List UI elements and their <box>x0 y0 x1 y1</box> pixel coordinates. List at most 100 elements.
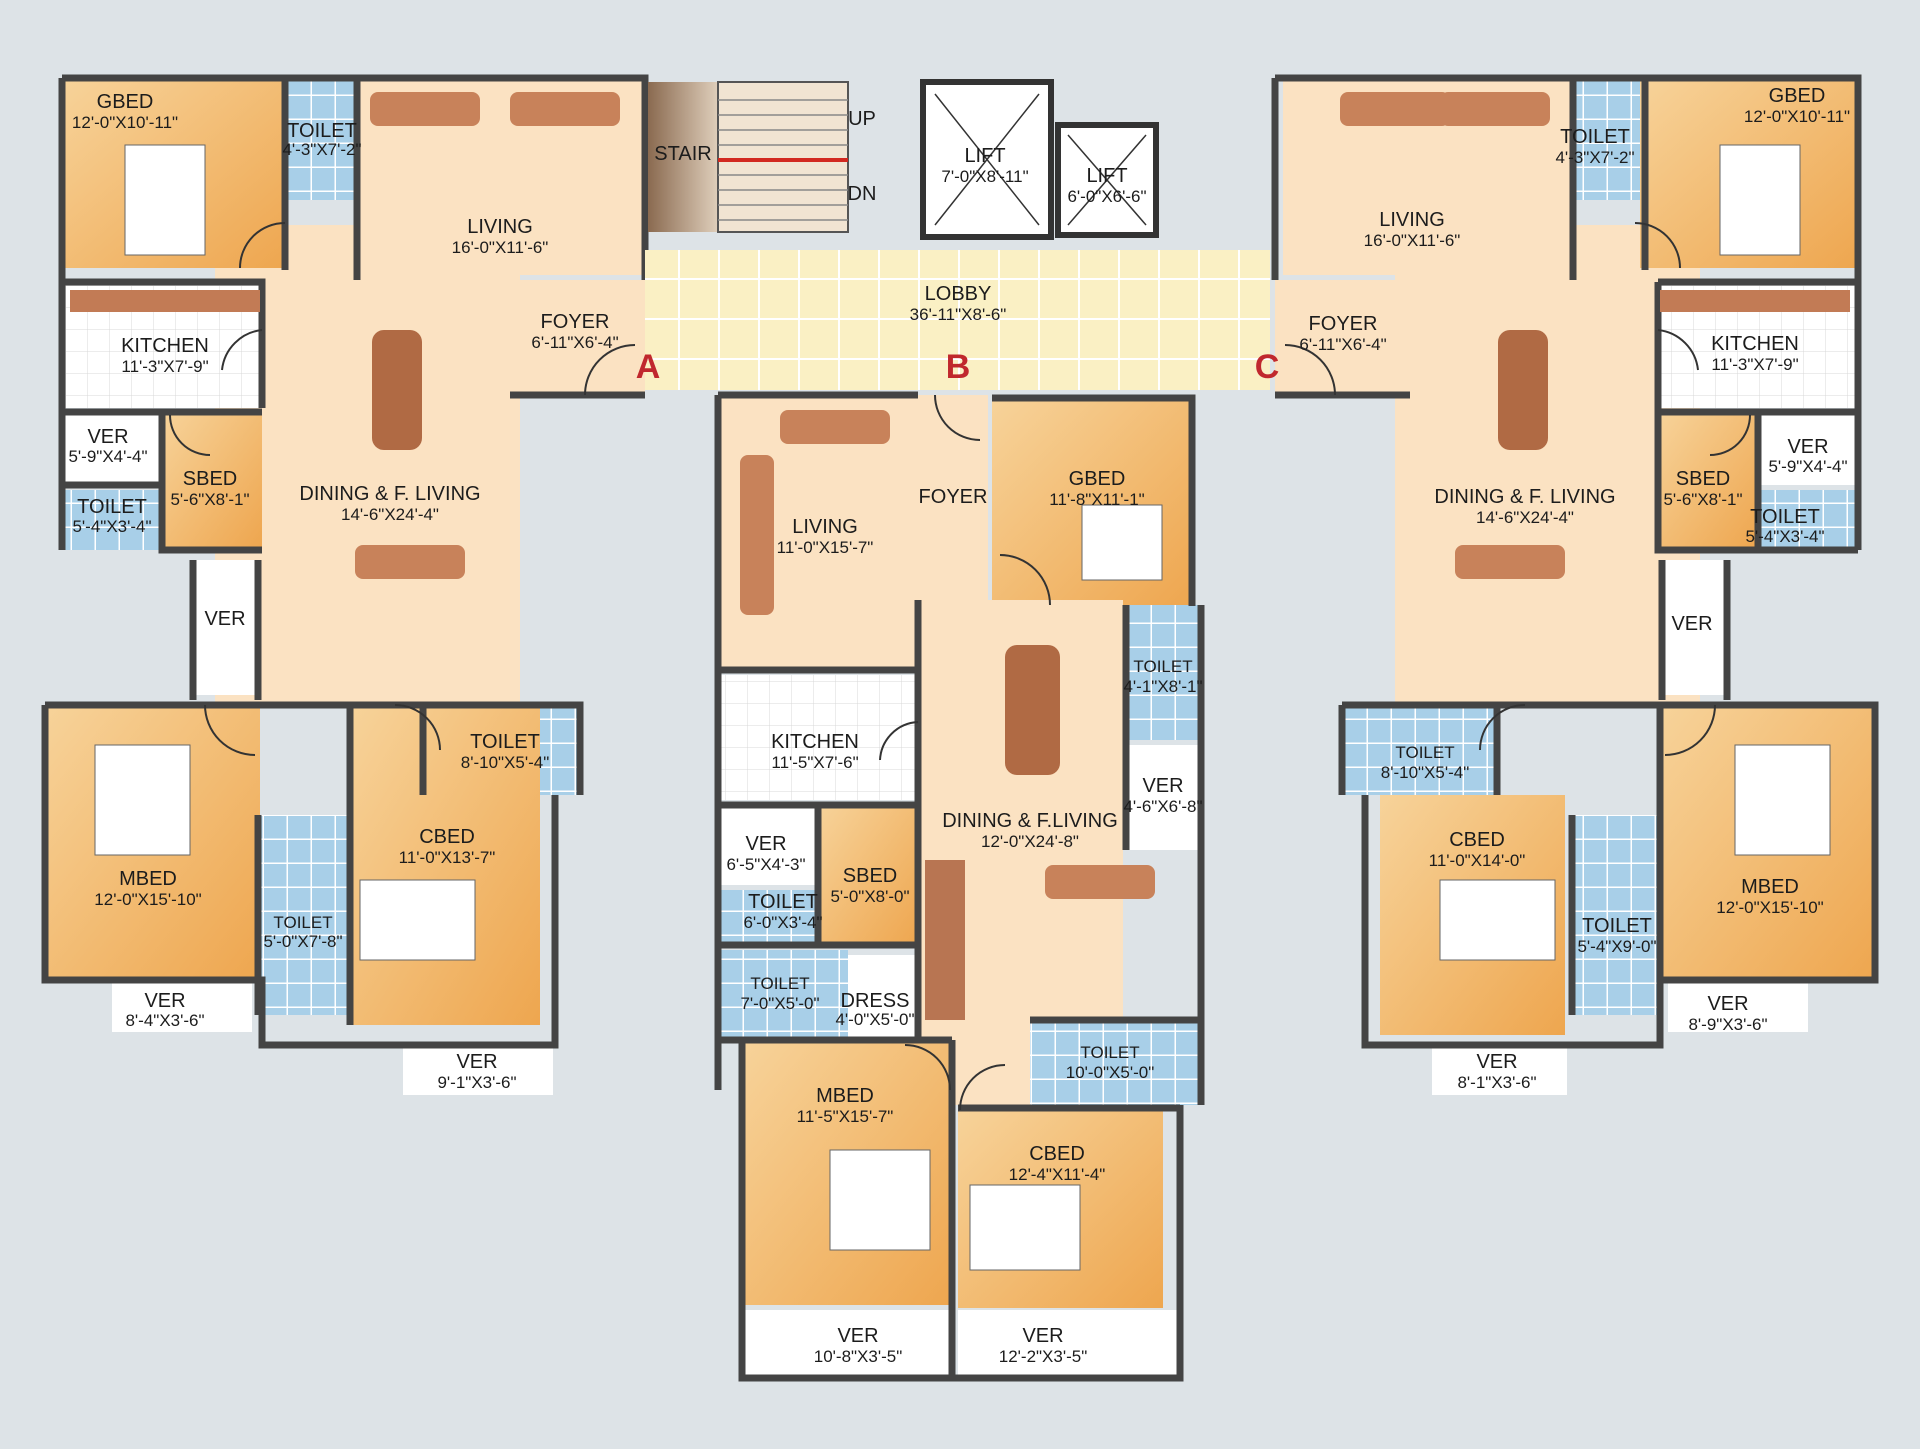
c-toilet2: TOILET <box>1750 506 1820 528</box>
bed <box>1081 504 1163 581</box>
labels-unit-a: GBED 12'-0"X10'-11" TOILET 4'-3"X7'-2" L… <box>68 91 618 1092</box>
c-gbed: GBED <box>1769 85 1826 107</box>
unit-a-toilet1 <box>285 80 357 200</box>
unit-a-ver2 <box>193 560 258 695</box>
unit-a-ver4 <box>403 1045 553 1095</box>
b-living: LIVING <box>792 516 858 538</box>
a-ver3: VER <box>144 990 185 1012</box>
a-cbed-dim: 11'-0"X13'-7" <box>399 848 496 867</box>
c-cbed-dim: 11'-0"X14'-0" <box>1429 851 1526 870</box>
c-cbed: CBED <box>1449 829 1505 851</box>
b-toilet4: TOILET <box>1080 1043 1139 1062</box>
unit-c-foyer <box>1275 280 1410 395</box>
unit-b-toilet1 <box>1126 605 1201 740</box>
a-ver4: VER <box>456 1051 497 1073</box>
unit-a-ver1 <box>62 415 162 485</box>
unit-b-ver4 <box>958 1310 1180 1378</box>
unit-a-furniture <box>70 92 620 961</box>
a-ver2: VER <box>204 608 245 630</box>
bed <box>1734 744 1831 856</box>
unit-b-foyer <box>918 395 988 600</box>
counter <box>1660 290 1850 312</box>
a-mbed: MBED <box>119 868 177 890</box>
a-ver3-dim: 8'-4"X3'-6" <box>125 1011 204 1030</box>
sofa <box>355 545 465 579</box>
unit-b-ver3 <box>742 1310 952 1378</box>
sofa <box>780 410 890 444</box>
b-kitchen-dim: 11'-5"X7'-6" <box>771 753 858 772</box>
sofa <box>1340 92 1450 126</box>
unit-b-sbed <box>818 805 918 945</box>
a-gbed-dim: 12'-0"X10'-11" <box>72 113 178 132</box>
c-toilet1-dim: 4'-3"X7'-2" <box>1555 148 1634 167</box>
b-ver4: VER <box>1022 1325 1063 1347</box>
unit-b-ver1 <box>1126 745 1201 850</box>
bed <box>969 1184 1081 1271</box>
c-toilet3: TOILET <box>1395 743 1454 762</box>
b-kitchen: KITCHEN <box>771 731 859 753</box>
cabinet <box>925 860 965 1020</box>
b-toilet1-dim: 4'-1"X8'-1" <box>1123 677 1202 696</box>
unit-a-foyer <box>510 280 645 395</box>
sofa <box>370 92 480 126</box>
c-ver1-dim: 5'-9"X4'-4" <box>1768 457 1847 476</box>
core <box>645 79 1270 390</box>
b-foyer: FOYER <box>919 486 988 508</box>
unit-c-toilet4 <box>1572 815 1662 1015</box>
a-mbed-dim: 12'-0"X15'-10" <box>94 890 201 909</box>
dining-table <box>1498 330 1548 450</box>
lobby-name: LOBBY <box>925 283 992 305</box>
c-gbed-dim: 12'-0"X10'-11" <box>1744 107 1850 126</box>
b-ver3-dim: 10'-8"X3'-5" <box>814 1347 903 1366</box>
sofa <box>1045 865 1155 899</box>
b-cbed: CBED <box>1029 1143 1085 1165</box>
a-toilet3-dim: 8'-10"X5'-4" <box>461 753 550 772</box>
dining-table <box>372 330 422 450</box>
c-toilet4: TOILET <box>1582 915 1652 937</box>
unit-b-furniture <box>740 410 1163 1271</box>
a-sbed-dim: 5'-6"X8'-1" <box>170 490 249 509</box>
unit-a-doors <box>169 222 636 756</box>
b-dining: DINING & F.LIVING <box>942 810 1118 832</box>
unit-c-ver1 <box>1758 415 1858 485</box>
a-ver1: VER <box>87 426 128 448</box>
b-ver2: VER <box>745 833 786 855</box>
a-sbed: SBED <box>183 468 237 490</box>
a-dining-dim: 14'-6"X24'-4" <box>341 505 439 524</box>
unit-a-walls <box>41 74 649 1049</box>
unit-a-toilet2 <box>62 490 162 550</box>
a-toilet4-dim: 5'-0"X7'-8" <box>263 932 342 951</box>
a-toilet2-dim: 5'-4"X3'-4" <box>72 517 151 536</box>
c-sbed: SBED <box>1676 468 1730 490</box>
a-toilet3: TOILET <box>470 731 540 753</box>
marker-b: B <box>946 348 971 386</box>
unit-a-ver3 <box>112 982 252 1032</box>
c-living: LIVING <box>1379 209 1445 231</box>
a-ver4-dim: 9'-1"X3'-6" <box>437 1073 516 1092</box>
unit-b-toilet4 <box>1030 1020 1200 1105</box>
b-ver2-dim: 6'-5"X4'-3" <box>726 855 805 874</box>
stair-up-label: UP <box>848 108 876 130</box>
b-mbed: MBED <box>816 1085 874 1107</box>
labels-core: STAIR UP DN LIFT 7'-0"X8'-11" LIFT 6'-0"… <box>636 108 1280 386</box>
labels-unit-c: GBED 12'-0"X10'-11" TOILET 4'-3"X7'-2" L… <box>1299 85 1850 1092</box>
unit-c-ver3 <box>1432 1045 1567 1095</box>
b-sbed: SBED <box>843 865 897 887</box>
a-foyer-dim: 6'-11"X6'-4" <box>531 333 618 352</box>
b-cbed-dim: 12'-4"X11'-4" <box>1009 1165 1106 1184</box>
a-toilet1-dim: 4'-3"X7'-2" <box>282 140 361 159</box>
a-living-dim: 16'-0"X11'-6" <box>452 238 549 257</box>
b-sbed-dim: 5'-0"X8'-0" <box>830 887 909 906</box>
lobby-dim: 36'-11"X8'-6" <box>910 305 1007 324</box>
c-ver3: VER <box>1476 1051 1517 1073</box>
c-sbed-dim: 5'-6"X8'-1" <box>1663 490 1742 509</box>
b-gbed: GBED <box>1069 468 1126 490</box>
b-gbed-dim: 11'-8"X11'-1" <box>1049 490 1144 509</box>
b-ver3: VER <box>837 1325 878 1347</box>
unit-c-doors <box>1284 222 1751 756</box>
counter <box>70 290 260 312</box>
b-toilet2: TOILET <box>748 891 818 913</box>
b-toilet1: TOILET <box>1133 657 1192 676</box>
c-mbed: MBED <box>1741 876 1799 898</box>
a-ver1-dim: 5'-9"X4'-4" <box>68 447 147 466</box>
